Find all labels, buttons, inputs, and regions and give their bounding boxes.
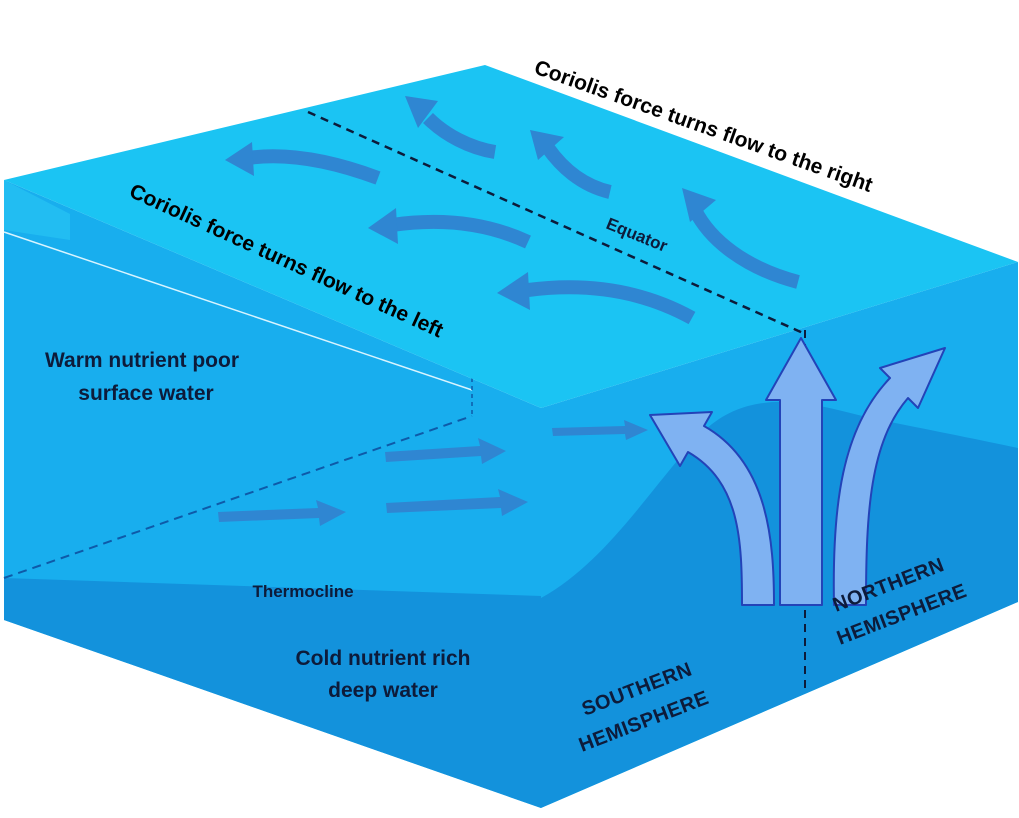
left-face-deep-water	[4, 578, 541, 808]
subsurface-arrow-1	[385, 438, 506, 464]
upwelling-arrows	[649, 337, 946, 606]
surface-arrow-3	[530, 130, 612, 199]
surface-arrow-5	[682, 188, 800, 289]
surface-highlight-line	[3, 231, 473, 391]
subsurface-arrow-4	[552, 420, 648, 440]
surface-arrow-6	[497, 272, 696, 325]
surface-arrow-1	[405, 96, 497, 159]
warm-water-label-line2: surface water	[78, 382, 213, 405]
surface-arrow-4	[368, 208, 531, 249]
left-face	[3, 180, 541, 808]
upwelling-arrow-north	[832, 347, 946, 606]
subsurface-flow-arrows	[218, 420, 648, 526]
thermocline-label: Thermocline	[252, 582, 353, 601]
surface-arrow-2	[225, 142, 381, 185]
cold-water-label-line2: deep water	[328, 679, 438, 702]
left-face-edge-strip	[4, 180, 70, 240]
subsurface-arrow-2	[386, 489, 528, 516]
upwelling-arrow-south	[649, 411, 775, 606]
subsurface-arrow-3	[218, 500, 346, 526]
equator-line	[307, 110, 804, 335]
upwelling-arrow-center	[765, 337, 837, 606]
warm-water-label-line1: Warm nutrient poor	[45, 349, 239, 372]
thermocline-dashed-line	[3, 415, 473, 579]
cold-water-label-line1: Cold nutrient rich	[296, 647, 471, 670]
surface-flow-arrows	[225, 96, 800, 325]
